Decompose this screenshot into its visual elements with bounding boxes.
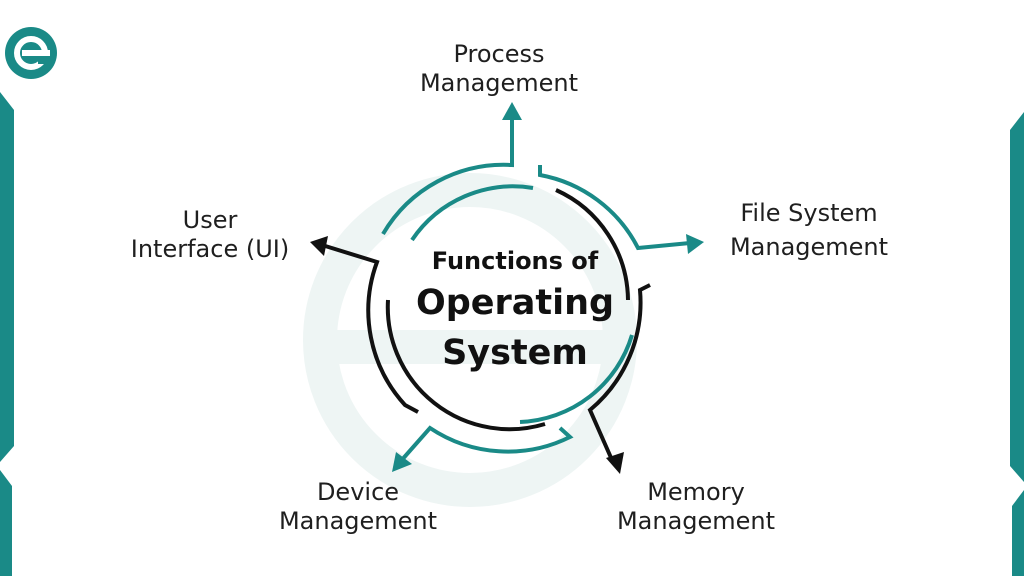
arc-bottom <box>398 425 574 464</box>
left-edge-decoration <box>0 92 14 576</box>
label-user-interface: User Interface (UI) <box>130 206 290 263</box>
arc-top-left <box>381 112 514 236</box>
label-memory-management: Memory Management <box>616 478 776 535</box>
center-title: Functions of Operating System <box>390 244 640 378</box>
arrow-file-system-icon <box>686 234 704 254</box>
center-title-line3: System <box>442 333 588 373</box>
center-title-line1: Functions of <box>431 247 599 275</box>
label-file-system-management: File System Management <box>729 199 889 261</box>
arc-left <box>321 243 419 414</box>
label-device-management: Device Management <box>278 478 438 535</box>
e-logo-icon <box>5 27 57 79</box>
arrow-memory-icon <box>606 452 624 474</box>
right-edge-decoration <box>1010 112 1024 576</box>
arrow-ui-icon <box>310 236 328 256</box>
arc-top-right <box>538 165 691 251</box>
inner-arc-teal-bottom <box>519 334 634 424</box>
label-process-management: Process Management <box>419 40 579 97</box>
inner-arc-black-left <box>385 299 546 432</box>
arc-right <box>587 283 651 461</box>
arrow-device-icon <box>392 452 412 472</box>
inner-arc-teal-left <box>410 184 534 242</box>
inner-arc-black-right <box>555 188 630 301</box>
center-title-line2: Operating <box>415 283 615 323</box>
arrow-process-icon <box>502 102 522 120</box>
